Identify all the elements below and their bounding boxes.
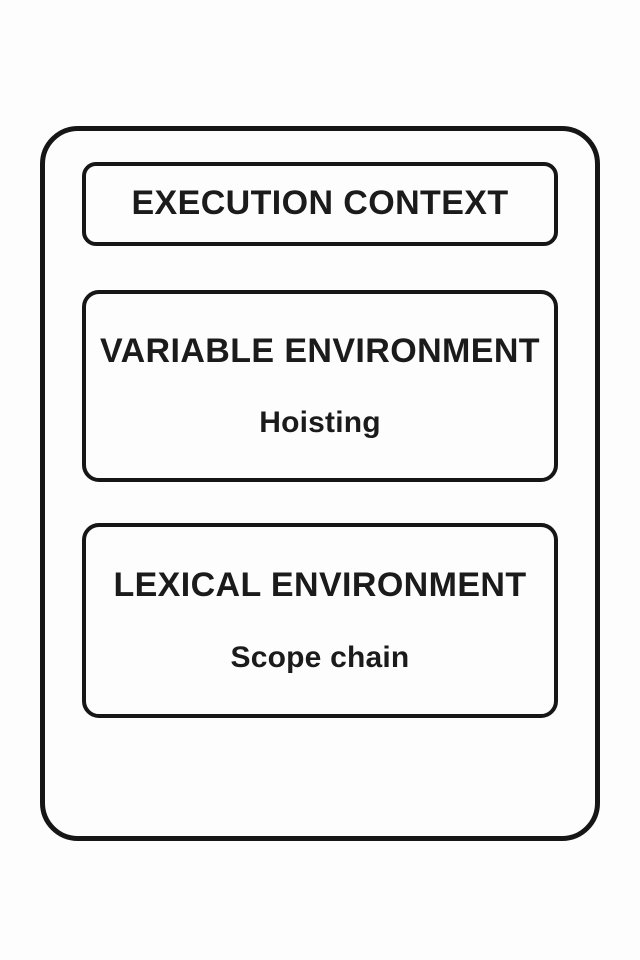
hoisting-label: Hoisting xyxy=(259,406,381,440)
variable-environment-box: VARIABLE ENVIRONMENT Hoisting xyxy=(82,290,558,482)
execution-context-box: EXECUTION CONTEXT xyxy=(82,162,558,246)
lexical-environment-label: LEXICAL ENVIRONMENT xyxy=(113,566,527,605)
execution-context-label: EXECUTION CONTEXT xyxy=(131,184,509,223)
scope-chain-label: Scope chain xyxy=(230,640,410,674)
execution-context-container: EXECUTION CONTEXT VARIABLE ENVIRONMENT H… xyxy=(40,126,600,841)
lexical-environment-box: LEXICAL ENVIRONMENT Scope chain xyxy=(82,523,558,718)
variable-environment-label: VARIABLE ENVIRONMENT xyxy=(100,331,540,370)
